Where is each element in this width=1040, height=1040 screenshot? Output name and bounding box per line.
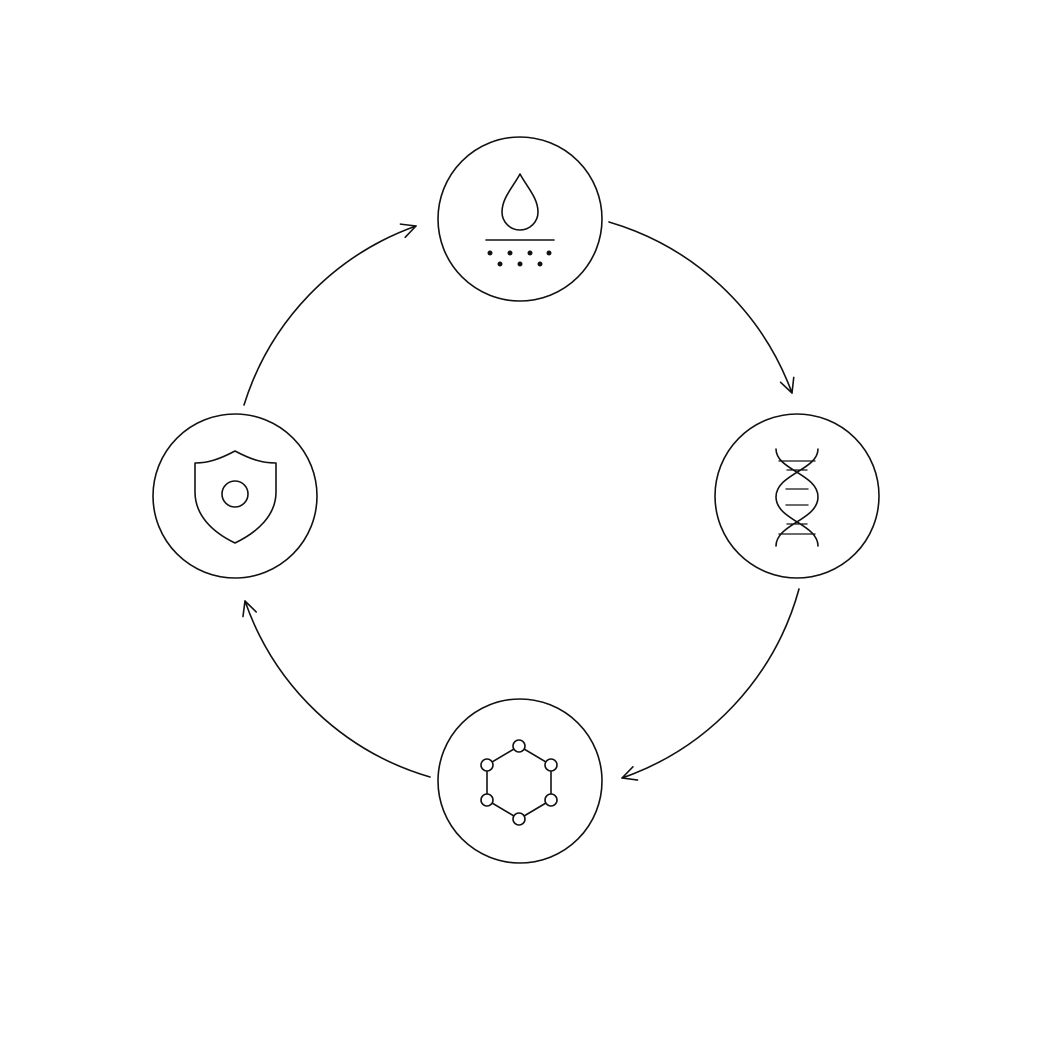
arrow-left-to-top bbox=[243, 223, 417, 406]
shield-icon bbox=[194, 450, 277, 544]
node-left-circle bbox=[152, 413, 318, 579]
node-top-circle bbox=[437, 136, 603, 302]
arrow-bottom-to-left bbox=[242, 600, 431, 778]
node-right-circle bbox=[714, 413, 880, 579]
cycle-arrows bbox=[242, 221, 800, 781]
water-drop-absorption-icon bbox=[485, 173, 555, 267]
node-bottom bbox=[437, 698, 603, 864]
arrow-right-to-bottom bbox=[621, 588, 800, 781]
node-bottom-circle bbox=[437, 698, 603, 864]
dna-helix-icon bbox=[775, 448, 819, 547]
node-right bbox=[714, 413, 880, 579]
molecule-hexagon-icon bbox=[480, 739, 558, 826]
arrow-top-to-right bbox=[608, 221, 795, 394]
node-top bbox=[437, 136, 603, 302]
node-left bbox=[152, 413, 318, 579]
